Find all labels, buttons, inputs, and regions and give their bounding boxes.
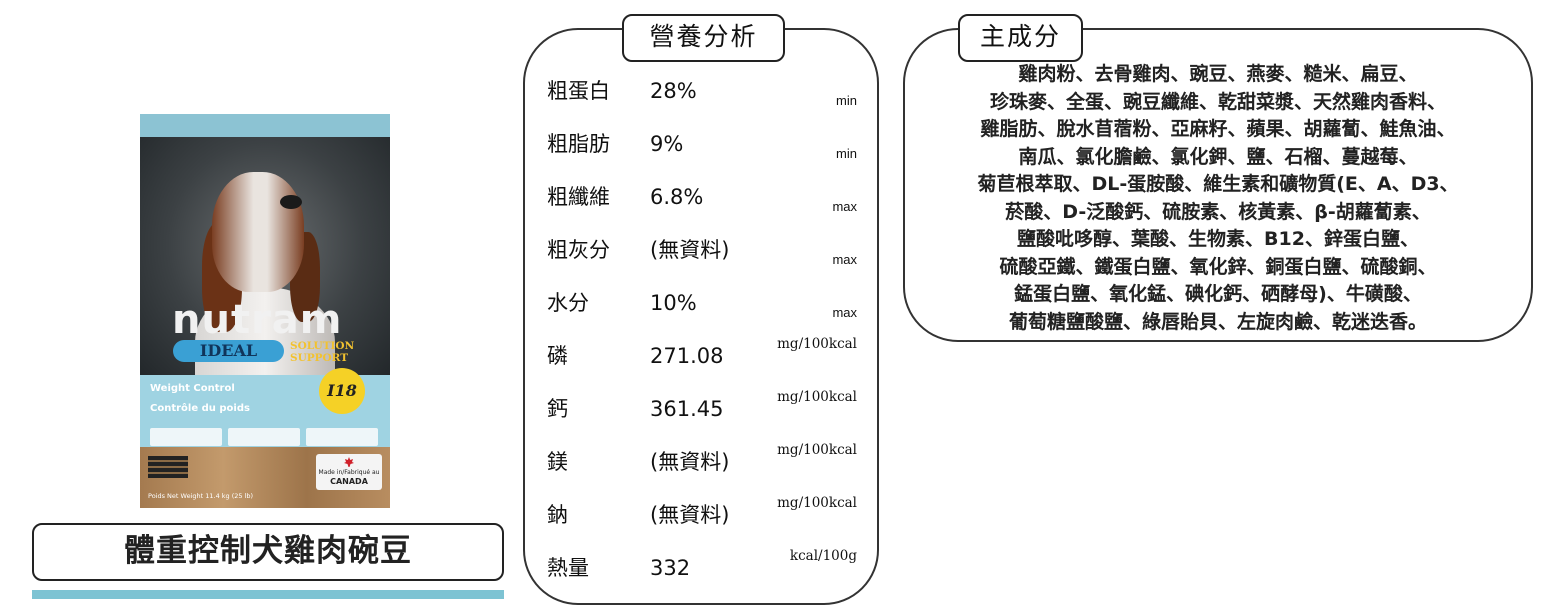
nutrient-unit: mg/100kcal <box>777 442 857 458</box>
nutrient-value: 6.8% <box>650 185 704 209</box>
feature-box <box>228 428 300 446</box>
nutrient-unit: min <box>836 146 857 161</box>
nutrition-panel <box>523 28 879 605</box>
nutrition-row: 粗纖維 6.8% max <box>523 177 879 217</box>
nutrient-label: 熱量 <box>547 556 589 580</box>
product-image: nutram IDEAL SOLUTION SUPPORT Weight Con… <box>140 114 390 508</box>
product-name: 體重控制犬雞肉碗豆 <box>32 523 504 581</box>
nutrient-label: 鈣 <box>547 397 568 421</box>
feature-box <box>306 428 378 446</box>
nutrient-unit: mg/100kcal <box>777 336 857 352</box>
origin-label: Made in/Fabriqué au <box>318 469 380 476</box>
nutrient-value: 361.45 <box>650 397 724 421</box>
feature-box <box>150 428 222 446</box>
nutrient-label: 鈉 <box>547 503 568 527</box>
nutrition-row: 鈉 (無資料) mg/100kcal <box>523 495 879 535</box>
nutrient-label: 粗灰分 <box>547 238 610 262</box>
nutrient-unit: mg/100kcal <box>777 495 857 511</box>
origin-country: CANADA <box>330 477 368 486</box>
product-line-badge: IDEAL <box>173 340 284 362</box>
nutrient-unit: max <box>832 252 857 267</box>
nutrition-row: 熱量 332 kcal/100g <box>523 548 879 588</box>
ingredient-line: 菸酸、D-泛酸鈣、硫胺素、核黃素、β-胡蘿蔔素、 <box>1005 200 1431 223</box>
formula-code-badge: I18 <box>319 368 365 414</box>
nutrition-row: 鈣 361.45 mg/100kcal <box>523 389 879 429</box>
nutrition-row: 水分 10% max <box>523 283 879 323</box>
nutrient-label: 鎂 <box>547 450 568 474</box>
nutrient-value: 332 <box>650 556 691 580</box>
nutrition-row: 粗蛋白 28% min <box>523 71 879 111</box>
ingredients-title: 主成分 <box>958 14 1083 62</box>
ingredient-line: 葡萄糖鹽酸鹽、綠唇貽貝、左旋肉鹼、乾迷迭香。 <box>1008 310 1427 333</box>
nutrient-label: 粗纖維 <box>547 185 610 209</box>
origin-badge: Made in/Fabriqué au CANADA <box>316 454 382 490</box>
nutrient-label: 粗脂肪 <box>547 132 610 156</box>
ingredient-line: 鹽酸吡哆醇、葉酸、生物素、B12、鋅蛋白鹽、 <box>1017 228 1419 250</box>
nutrient-value: 271.08 <box>650 344 724 368</box>
nutrition-row: 粗灰分 (無資料) max <box>523 230 879 270</box>
ingredients-panel <box>903 28 1533 342</box>
nutrition-title: 營養分析 <box>622 14 785 62</box>
nutrient-unit: min <box>836 93 857 108</box>
bag-top-band <box>140 114 390 137</box>
french-name: Contrôle du poids <box>150 403 250 414</box>
ingredient-line: 雞脂肪、脫水苜蓿粉、亞麻籽、蘋果、胡蘿蔔、鮭魚油、 <box>980 118 1456 140</box>
brand-logo: nutram <box>172 297 343 343</box>
nutrient-value: (無資料) <box>650 503 730 527</box>
nutrient-value: (無資料) <box>650 450 730 474</box>
dog-head <box>212 172 304 292</box>
english-name: Weight Control <box>150 383 235 394</box>
ingredient-line: 菊苣根萃取、DL-蛋胺酸、維生素和礦物質(E、A、D3、 <box>977 173 1459 195</box>
nutrient-unit: max <box>832 199 857 214</box>
nutrition-row: 磷 271.08 mg/100kcal <box>523 336 879 376</box>
ingredient-line: 硫酸亞鐵、鐵蛋白鹽、氧化鋅、銅蛋白鹽、硫酸銅、 <box>999 255 1437 278</box>
ingredient-line: 珍珠麥、全蛋、豌豆纖維、乾甜菜漿、天然雞肉香料、 <box>989 90 1446 113</box>
nutrient-label: 磷 <box>547 344 568 368</box>
accent-bar <box>32 590 504 599</box>
net-weight: Poids Net Weight 11.4 kg (25 lb) <box>148 492 254 500</box>
ingredient-line: 南瓜、氯化膽鹼、氯化鉀、鹽、石榴、蔓越莓、 <box>1018 145 1418 168</box>
dog-photo <box>140 137 390 397</box>
ingredients-text: 雞肉粉、去骨雞肉、豌豆、燕麥、糙米、扁豆、珍珠麥、全蛋、豌豆纖維、乾甜菜漿、天然… <box>903 61 1533 336</box>
nutrient-unit: kcal/100g <box>789 548 857 564</box>
dog-nose <box>280 195 302 209</box>
nutrient-value: 9% <box>650 132 684 156</box>
nutrient-label: 粗蛋白 <box>547 79 610 103</box>
nutrition-row: 鎂 (無資料) mg/100kcal <box>523 442 879 482</box>
nutrient-value: 10% <box>650 291 697 315</box>
ingredient-line: 雞肉粉、去骨雞肉、豌豆、燕麥、糙米、扁豆、 <box>1018 63 1418 85</box>
tagline: SOLUTION SUPPORT <box>290 340 355 364</box>
nutrient-value: (無資料) <box>650 238 730 262</box>
nutrition-row: 粗脂肪 9% min <box>523 124 879 164</box>
nutrient-unit: mg/100kcal <box>777 389 857 405</box>
nutrient-unit: max <box>832 305 857 320</box>
nutrient-value: 28% <box>650 79 697 103</box>
nutrient-label: 水分 <box>547 291 589 315</box>
ingredient-line: 錳蛋白鹽、氧化錳、碘化鈣、硒酵母)、牛磺酸、 <box>1014 283 1422 305</box>
optimum-logo <box>148 456 188 478</box>
maple-leaf-icon <box>344 457 354 467</box>
